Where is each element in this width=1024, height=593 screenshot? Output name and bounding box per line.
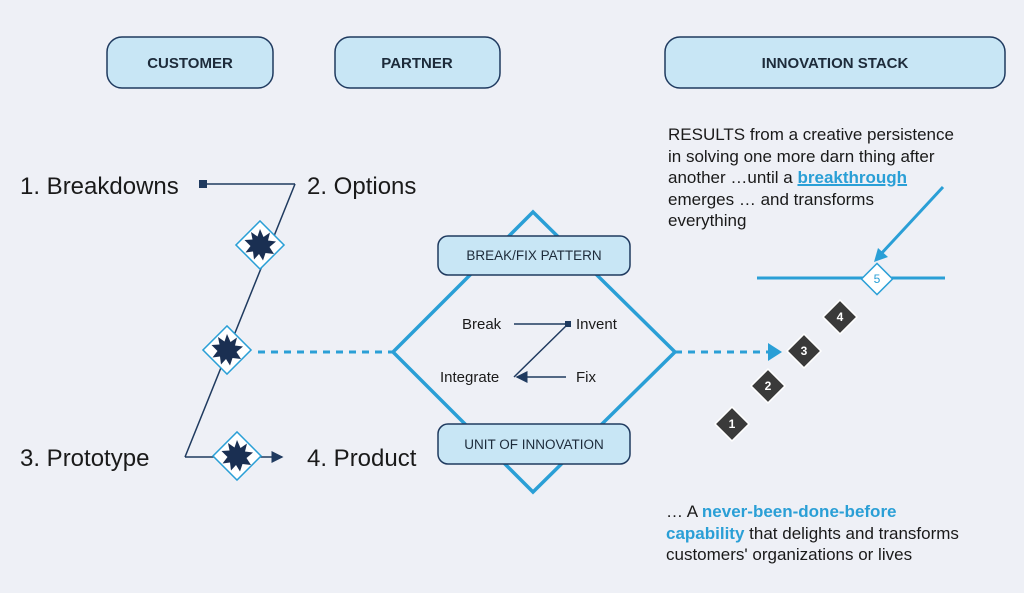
stack-step-3-label: 3 — [801, 344, 808, 358]
stack-step-5-label: 5 — [874, 272, 881, 286]
starburst-icon — [244, 229, 276, 261]
unit-of-innovation-label: UNIT OF INNOVATION — [464, 437, 604, 452]
results-line-3-prefix: another …until a — [668, 168, 793, 187]
break-fix-pattern-pill: BREAK/FIX PATTERN — [437, 235, 631, 276]
stack-step-1: 1 — [713, 405, 751, 443]
header-innovation-stack-label: INNOVATION STACK — [762, 55, 909, 72]
header-innovation-stack: INNOVATION STACK — [664, 36, 1006, 89]
stack-step-4-label: 4 — [837, 310, 844, 324]
results-line-5: everything — [668, 211, 747, 230]
break-fix-diamond — [390, 209, 678, 495]
breakdowns-connector-dot — [199, 180, 207, 188]
burst-diamond-2 — [201, 324, 253, 376]
capability-line-2: capability that delights and transforms — [666, 523, 959, 545]
integrate-label: Integrate — [440, 369, 499, 386]
stack-step-5: 5 — [860, 262, 894, 296]
breakthrough-highlight: breakthrough — [797, 168, 908, 187]
header-partner-label: PARTNER — [381, 55, 453, 72]
unit-of-innovation-pill: UNIT OF INNOVATION — [437, 423, 631, 465]
capability-line-3: customers' organizations or lives — [666, 545, 913, 564]
results-paragraph: RESULTS from a creative persistence in s… — [668, 124, 954, 232]
arrow-icon — [874, 248, 888, 262]
burst-diamond-3 — [211, 430, 263, 482]
header-customer-label: CUSTOMER — [147, 55, 233, 72]
breakthrough-arrow — [878, 185, 945, 257]
step-breakdowns: 1. Breakdowns — [20, 173, 179, 200]
step-product: 4. Product — [307, 445, 417, 472]
arrow-icon — [768, 343, 782, 361]
stack-step-1-label: 1 — [729, 417, 736, 431]
results-line-4: emerges … and transforms — [668, 189, 874, 209]
stack-step-3: 3 — [785, 332, 823, 370]
step-prototype: 3. Prototype — [20, 445, 149, 472]
capability-paragraph: … A never-been-done-before capability th… — [666, 501, 959, 566]
header-customer: CUSTOMER — [106, 36, 274, 89]
results-line-3: another …until a breakthrough — [668, 167, 954, 189]
results-line-2: in solving one more darn thing after — [668, 146, 935, 166]
break-fix-pattern-label: BREAK/FIX PATTERN — [466, 248, 601, 263]
customer-partner-flow — [184, 183, 296, 463]
capability-prefix: … A — [666, 502, 698, 521]
starburst-icon — [211, 334, 243, 366]
results-line-1: RESULTS from a creative persistence — [668, 125, 954, 144]
step-options: 2. Options — [307, 173, 416, 200]
header-partner: PARTNER — [334, 36, 501, 89]
stack-step-2: 2 — [749, 367, 787, 405]
invent-connector-dot — [565, 321, 571, 327]
never-been-done-before-highlight: never-been-done-before — [701, 502, 897, 521]
break-fix-cycle — [513, 323, 569, 383]
capability-highlight: capability — [666, 523, 745, 543]
stack-step-4: 4 — [821, 298, 859, 336]
starburst-icon — [221, 440, 253, 472]
fix-label: Fix — [576, 369, 596, 386]
stack-step-2-label: 2 — [765, 379, 772, 393]
invent-label: Invent — [576, 316, 618, 333]
capability-line-1: … A never-been-done-before — [666, 501, 959, 523]
burst-diamond-1 — [234, 219, 286, 271]
capability-suffix: that delights and transforms — [749, 523, 959, 543]
break-label: Break — [462, 316, 502, 333]
